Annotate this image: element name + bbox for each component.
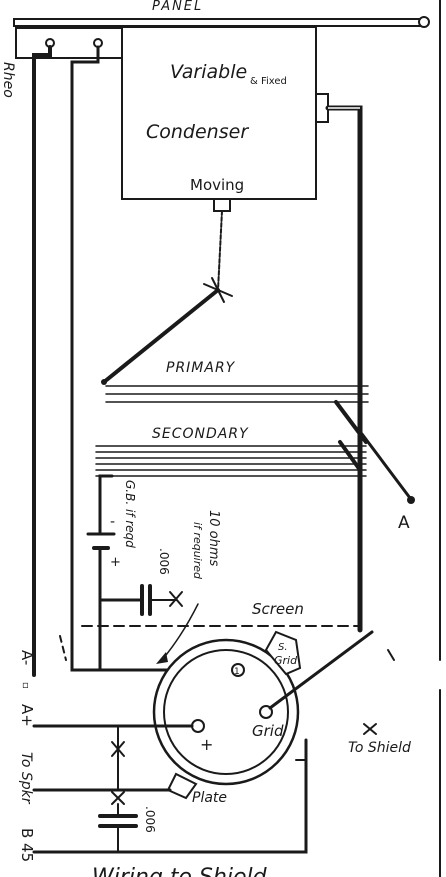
moving-label: Moving xyxy=(190,176,244,194)
screen-dashed-stub xyxy=(59,635,67,661)
ohms-note-arrowhead xyxy=(156,652,168,664)
rheo-wire-outer xyxy=(32,45,52,677)
bypass-cap-x-b xyxy=(169,591,183,607)
secondary-low-wire xyxy=(98,474,114,534)
b45-label: B 45 xyxy=(18,828,36,862)
secondary-end-lead xyxy=(338,440,362,472)
s-grid-label-2: Grid xyxy=(274,654,298,667)
valve-pin-filament xyxy=(231,663,245,677)
primary-tap-point xyxy=(101,379,107,385)
a-minus-dot: ▫ xyxy=(22,680,29,691)
rheo-label: Rheo xyxy=(0,62,16,98)
shield-lead-wire xyxy=(387,649,395,661)
ohms-note-line-1: 10 ohms xyxy=(206,510,221,567)
moving-terminal-lug xyxy=(213,198,231,212)
antenna-terminal xyxy=(407,496,415,504)
b45-wire xyxy=(32,738,308,854)
panel-end-cap xyxy=(418,16,430,28)
condenser-label: Condenser xyxy=(146,121,249,143)
screen-label: Screen xyxy=(252,600,304,618)
antenna-terminal-label: A xyxy=(398,513,410,533)
condenser-box xyxy=(121,26,317,200)
shield-x-b xyxy=(363,723,377,735)
panel-bar xyxy=(13,18,423,27)
to-spkr-label: To Spkr xyxy=(18,752,34,805)
grid-lead-wire xyxy=(268,630,374,710)
ohms-note-line-2: if required xyxy=(191,522,204,580)
bias-minus-label: - xyxy=(110,514,115,530)
variable-label: Variable xyxy=(170,61,247,83)
valve-pin-plus xyxy=(191,719,205,733)
cap-006-lower-label: .006 xyxy=(143,806,157,833)
a-plus-label: A+ xyxy=(18,704,36,727)
primary-end-lead xyxy=(334,400,368,444)
valve-pin-one-label: 1 xyxy=(234,667,240,677)
s-grid-label-1: S. xyxy=(278,642,288,653)
valve-plate-tab xyxy=(166,772,198,800)
gb-if-reqd-label: G.B. if reqd xyxy=(123,480,137,548)
primary-label: PRIMARY xyxy=(166,360,236,376)
rheo-wire-inner xyxy=(70,45,240,672)
moving-lead-wire xyxy=(217,210,223,291)
bias-plus-label: + xyxy=(110,555,121,570)
valve-screen-grid-tab xyxy=(264,630,302,676)
and-fixed-label: & Fixed xyxy=(250,76,287,87)
a-minus-label: A- xyxy=(18,650,36,665)
antenna-lead xyxy=(360,432,412,500)
wire-cross-mark-b xyxy=(211,277,225,303)
valve-inner-ring xyxy=(163,649,289,775)
fixed-lead-wire xyxy=(325,105,363,633)
valve-plus-label: + xyxy=(200,735,213,754)
primary-tap-wire xyxy=(102,288,220,384)
valve-plate-label: Plate xyxy=(192,790,227,806)
to-shield-label: To Shield xyxy=(348,740,411,756)
cap-006-upper-label: .006 xyxy=(157,548,171,575)
valve-outer-ring xyxy=(152,638,300,786)
bottom-caption: Wiring to Shield xyxy=(92,865,268,877)
secondary-label: SECONDARY xyxy=(152,426,249,442)
panel-label: PANEL xyxy=(152,0,203,14)
valve-grid-label: Grid xyxy=(252,722,284,740)
lower-cap-x-b xyxy=(111,791,125,805)
